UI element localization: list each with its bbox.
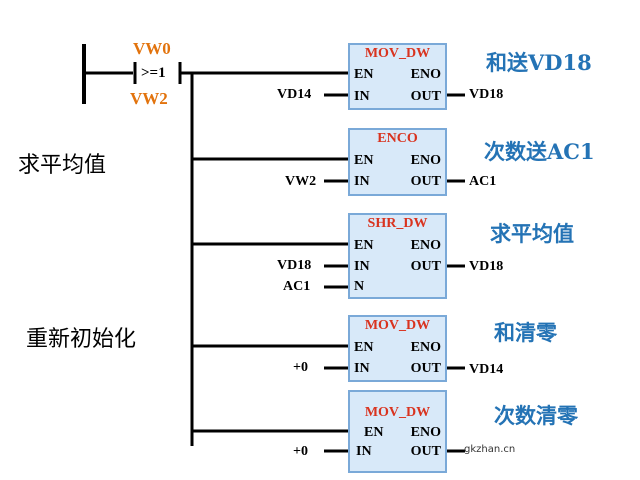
pin-eno: ENO: [410, 153, 441, 168]
out-operand: AC1: [469, 174, 497, 189]
out-operand: VD14: [469, 362, 504, 377]
pin-in: IN: [354, 259, 370, 274]
in-operand: VD18: [277, 258, 312, 273]
contact-bottom-operand: VW2: [130, 89, 168, 108]
n-operand: AC1: [283, 279, 311, 294]
block-comment: 求平均值: [490, 221, 574, 246]
pin-eno: ENO: [410, 340, 441, 355]
pin-out: OUT: [410, 444, 441, 459]
in-operand: +0: [293, 444, 308, 459]
contact-top-operand: VW0: [133, 39, 171, 58]
in-operand: +0: [293, 360, 308, 375]
instruction-block-mov-dw: MOV_DW EN ENO IN OUT: [348, 390, 447, 473]
pin-en: EN: [354, 67, 374, 82]
pin-en: EN: [354, 238, 374, 253]
block-title: MOV_DW: [364, 405, 431, 420]
pin-in: IN: [354, 89, 370, 104]
block-title: ENCO: [377, 131, 418, 146]
block-title: MOV_DW: [364, 318, 431, 333]
pin-in: IN: [354, 361, 370, 376]
instruction-block-enco: ENCO EN ENO IN OUT: [348, 128, 447, 196]
block-title: MOV_DW: [364, 46, 431, 61]
pin-in: IN: [356, 444, 372, 459]
block-title: SHR_DW: [367, 216, 428, 231]
block-comment: 和送VD18: [486, 50, 592, 75]
pin-en: EN: [354, 340, 374, 355]
pin-out: OUT: [410, 361, 441, 376]
instruction-block-mov-dw: MOV_DW EN ENO IN OUT: [348, 315, 447, 382]
out-operand: VD18: [469, 87, 504, 102]
pin-eno: ENO: [410, 67, 441, 82]
pin-eno: ENO: [410, 238, 441, 253]
block-comment: 次数清零: [494, 403, 578, 428]
side-label-average: 求平均值: [18, 153, 107, 178]
pin-out: OUT: [410, 89, 441, 104]
out-operand: VD18: [469, 259, 504, 274]
in-operand: VD14: [277, 87, 312, 102]
pin-en: EN: [364, 425, 384, 440]
pin-en: EN: [354, 153, 374, 168]
block-comment: 次数送AC1: [484, 139, 595, 164]
instruction-block-shr-dw: SHR_DW EN ENO IN OUT N: [348, 213, 447, 299]
pin-n: N: [354, 279, 365, 294]
contact-operator: >=1: [141, 65, 166, 81]
in-operand: VW2: [285, 174, 317, 189]
pin-in: IN: [354, 174, 370, 189]
pin-out: OUT: [410, 174, 441, 189]
pin-eno: ENO: [410, 425, 441, 440]
pin-out: OUT: [410, 259, 441, 274]
instruction-block-mov-dw: MOV_DW EN ENO IN OUT: [348, 43, 447, 110]
side-label-reinit: 重新初始化: [26, 327, 137, 352]
watermark: gkzhan.cn: [464, 444, 516, 455]
block-comment: 和清零: [494, 320, 557, 345]
